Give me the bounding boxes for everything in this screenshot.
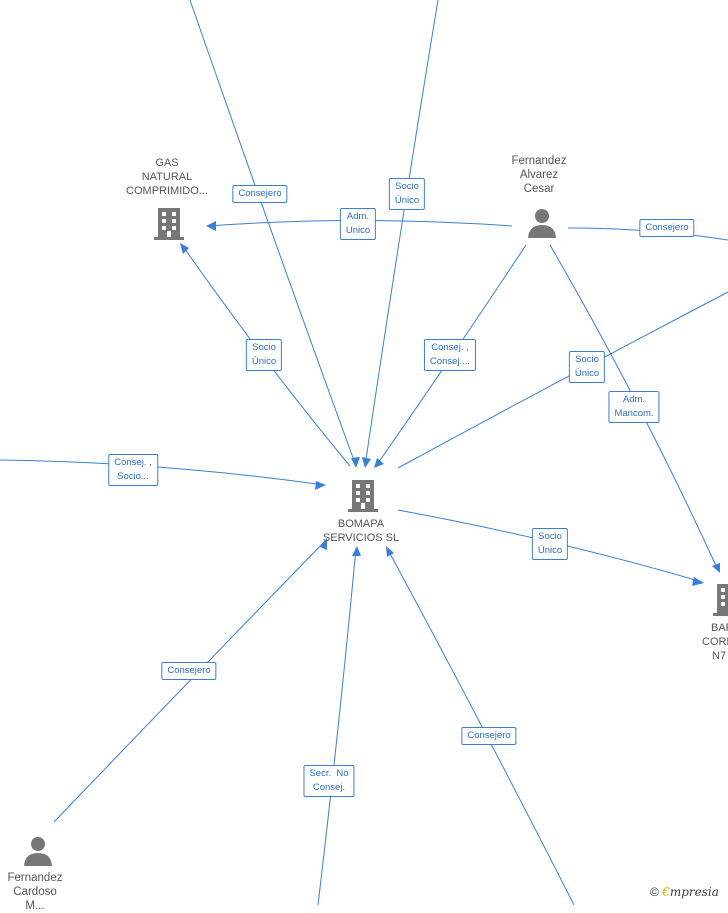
node-label-fernandez-alvarez[interactable]: Fernandez Alvarez Cesar [489,154,589,196]
edge-label-consejero[interactable]: Consejero [461,727,517,745]
edge-label-socio-unico[interactable]: Socio Único [568,351,606,383]
person-icon [528,209,556,238]
edge-label-consejero[interactable]: Consejero [232,185,288,203]
edge-label-line: Consejero [167,665,211,676]
node-label-line: Fernandez [511,155,567,167]
edge-label-consej-socio[interactable]: Consej. , Socio... [108,454,158,486]
edge-label-line: Adm. [346,211,370,222]
edge-label-line: Único [574,368,600,379]
edge-bottomright-bomapa-consejero [386,547,575,905]
person-icon [24,837,52,866]
edge-label-line: Consej. [312,782,346,793]
node-label-line: GAS [155,157,179,169]
edge-label-adm-unico[interactable]: Adm. Unico [339,208,377,240]
edge-top-socio-unico [364,0,439,467]
arrowhead [180,243,189,254]
arrowhead [352,546,361,556]
brand-name: mpresia [669,885,719,899]
building-icon [348,480,378,512]
node-label-line: COMPRIMIDO... [126,185,208,197]
edge-label-adm-mancom[interactable]: Adm. Mancom. [608,391,660,423]
edge-label-line: Adm. [622,394,646,405]
edge-label-line: Socio [538,531,562,542]
edge-top-consejero [189,0,357,467]
arrowhead [692,577,704,586]
edge-left-bomapa-consej [0,459,325,486]
edge-label-consejero[interactable]: Consejero [639,219,695,237]
edge-label-line: Consejero [467,730,511,741]
arrowhead [362,457,371,468]
arrowhead [206,221,216,231]
edge-label-line: Secr. No [309,768,349,779]
arrowhead [374,458,384,468]
edge-bottom-bomapa-secr [317,547,357,905]
arrowhead [315,481,326,490]
node-label-bomapa[interactable]: BOMAPA SERVICIOS SL [311,517,411,545]
node-label-line: CORD [702,636,728,648]
node-label-line: Cardoso [13,886,57,898]
edge-right-bomapa-socio [397,291,728,469]
edge-label-line: Único [537,545,563,556]
brand-logo: © €mpresia [650,885,719,899]
node-label-gas-natural[interactable]: GAS NATURAL COMPRIMIDO... [117,156,217,198]
edge-label-line: Mancom. [614,408,654,419]
edge-label-line: Consej. , [114,457,152,468]
edge-label-socio-unico[interactable]: Socio Único [531,528,569,560]
edge-label-line: Consej.... [429,356,471,367]
arrowhead [351,457,360,468]
edge-label-line: Consej. , [431,342,469,353]
edge-label-consejero[interactable]: Consejero [161,662,217,680]
edge-label-consej-consej[interactable]: Consej. , Consej.... [423,339,477,371]
edge-label-line: Consejero [238,188,282,199]
node-label-line: BAR [711,622,728,634]
edge-label-socio-unico[interactable]: Socio Único [245,339,283,371]
edge-label-line: Socio... [117,471,149,482]
copyright-symbol: © [650,885,659,899]
edge-label-line: Socio [252,342,276,353]
edge-label-line: Socio [395,181,419,192]
building-icon [713,584,728,616]
node-label-line: Fernandez [7,872,63,884]
edge-label-line: Único [394,195,420,206]
node-label-bar-cord[interactable]: BAR CORD N7 [700,621,728,663]
edge-label-socio-unico[interactable]: Socio Único [388,178,426,210]
node-label-line: BOMAPA [337,518,385,530]
edge-label-line: Único [251,356,277,367]
node-label-line: NATURAL [141,171,193,183]
node-label-fernandez-cardoso[interactable]: Fernandez Cardoso M... [0,871,85,913]
node-label-line: Cesar [523,183,555,195]
node-label-line: N7 [712,650,727,662]
node-label-line: Alvarez [519,169,559,181]
arrowhead [386,546,394,557]
arrowhead [320,538,327,550]
edge-label-line: Socio [575,354,599,365]
building-icon [154,208,184,240]
edge-label-secr-no-consej[interactable]: Secr. No Consej. [303,765,355,797]
brand-initial: € [662,885,670,899]
edge-label-line: Consejero [645,222,689,233]
arrowhead [712,563,720,573]
node-label-line: M... [25,900,45,912]
edge-label-line: Unico [345,225,371,236]
node-label-line: SERVICIOS SL [322,532,400,544]
edge-cardoso-bomapa-consejero [53,539,327,823]
